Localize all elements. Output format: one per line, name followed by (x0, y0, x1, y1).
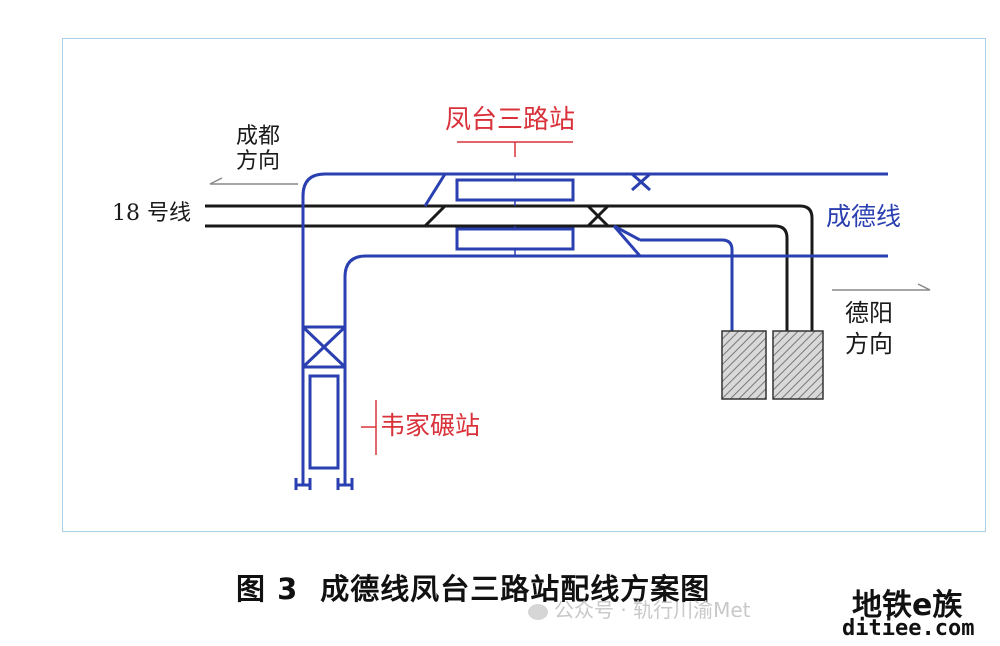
label-station-weijia: 韦家碾站 (380, 411, 481, 440)
site-watermark-url: ditiee.com (842, 616, 975, 641)
chengde-branch (640, 238, 734, 335)
wechat-icon (528, 603, 548, 620)
chengde-scissors-b (631, 172, 651, 192)
wechat-watermark: 公众号 · 轨行川渝Met (528, 594, 750, 623)
label-chengdu-direction: 成都 方向 (236, 124, 281, 175)
line18-tracks (205, 204, 814, 335)
station-leaders (361, 141, 573, 455)
figure-caption: 图 3 成德线凤台三路站配线方案图 (236, 566, 710, 608)
chengde-turnout-branch (613, 224, 641, 242)
chengde-crossover-left (423, 173, 447, 207)
site-watermark-cn: 地铁e族 (852, 588, 963, 623)
caption-title: 成德线凤台三路站配线方案图 (320, 572, 711, 606)
chengde-track-inner (343, 254, 888, 485)
fengtai-platform-lower (455, 227, 575, 251)
caption-figure-number: 图 3 (236, 572, 299, 606)
label-line-chengde: 成德线 (826, 202, 902, 231)
weijia-platform (308, 374, 340, 470)
chengde-tracks (294, 172, 888, 490)
line18-scissors-b (586, 204, 610, 228)
stabling-block-2 (772, 330, 824, 400)
stabling-block-1 (721, 330, 767, 400)
diagram-frame (62, 38, 986, 532)
line18-crossover (423, 204, 447, 228)
chengde-track-outer (301, 172, 888, 485)
line18-track-lower (205, 224, 789, 335)
weijia-scissors-b (301, 325, 347, 369)
direction-arrows (209, 177, 931, 291)
label-deyang-direction: 德阳 方向 (845, 299, 893, 359)
label-line18: 18 号线 (112, 201, 191, 226)
line18-track-upper (205, 204, 814, 335)
label-station-fengtai: 凤台三路站 (445, 105, 576, 135)
chengde-turnout-lower (612, 225, 642, 257)
fengtai-platform-upper (455, 178, 575, 202)
